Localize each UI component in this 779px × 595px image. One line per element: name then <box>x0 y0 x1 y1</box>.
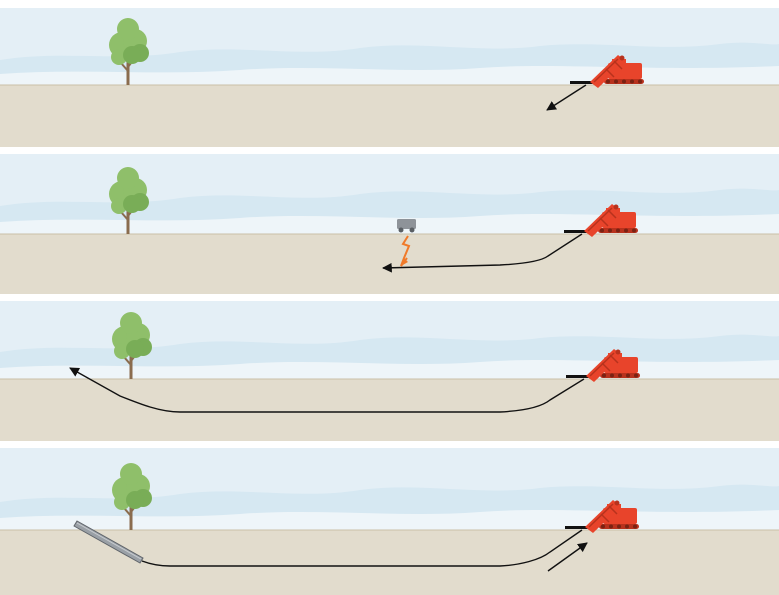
bore-path <box>69 367 585 413</box>
pipe-icon <box>73 520 144 564</box>
bore-path <box>141 529 583 567</box>
panel-2 <box>0 154 779 294</box>
pullback-arrow <box>547 542 588 572</box>
locator-icon <box>397 219 416 233</box>
panel-4 <box>0 448 779 595</box>
entry-arrow <box>546 84 587 111</box>
panel-1 <box>0 8 779 147</box>
bore-path <box>382 233 583 273</box>
panel-3 <box>0 301 779 441</box>
